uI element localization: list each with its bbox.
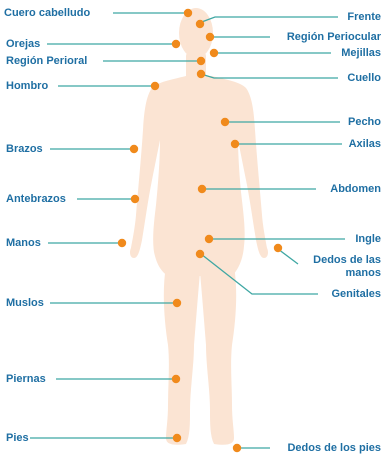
dot-muslos: [173, 299, 181, 307]
label-axilas: Axilas: [349, 138, 381, 151]
label-pecho: Pecho: [348, 116, 381, 129]
dot-abdomen: [198, 185, 206, 193]
dot-manos: [118, 239, 126, 247]
dot-brazos: [130, 145, 138, 153]
label-dedos-manos-line1: Dedos de las: [313, 254, 381, 267]
dot-dedos-pies: [233, 444, 241, 452]
label-orejas: Orejas: [6, 38, 40, 51]
label-muslos: Muslos: [6, 297, 44, 310]
label-region-periocular: Región Periocular: [287, 31, 381, 44]
dot-axilas: [231, 140, 239, 148]
dot-genitales: [196, 250, 204, 258]
dot-orejas: [172, 40, 180, 48]
label-piernas: Piernas: [6, 373, 46, 386]
dot-cuero-cabelludo: [184, 9, 192, 17]
label-cuero-cabelludo: Cuero cabelludo: [4, 7, 90, 20]
line-frente: [199, 17, 338, 23]
dot-cuello: [197, 70, 205, 78]
label-hombro: Hombro: [6, 80, 48, 93]
dot-pies: [173, 434, 181, 442]
label-pies: Pies: [6, 432, 29, 445]
label-antebrazos: Antebrazos: [6, 193, 66, 206]
label-brazos: Brazos: [6, 143, 43, 156]
dot-mejillas: [210, 49, 218, 57]
dot-pecho: [221, 118, 229, 126]
label-mejillas: Mejillas: [341, 47, 381, 60]
left-leg: [164, 266, 200, 445]
line-dedos-manos: [278, 249, 298, 264]
head: [179, 8, 213, 58]
line-cuello: [201, 74, 338, 78]
label-ingle: Ingle: [355, 233, 381, 246]
label-dedos-manos-line2: manos: [346, 267, 381, 280]
label-region-perioral: Región Perioral: [6, 55, 87, 68]
label-genitales: Genitales: [331, 288, 381, 301]
dot-hombro: [151, 82, 159, 90]
dot-piernas: [172, 375, 180, 383]
label-dedos-pies: Dedos de los pies: [287, 442, 381, 455]
dot-antebrazos: [131, 195, 139, 203]
torso: [130, 76, 268, 276]
dot-dedos-manos: [274, 244, 282, 252]
dot-region-periocular: [206, 33, 214, 41]
dot-region-perioral: [197, 57, 205, 65]
dot-ingle: [205, 235, 213, 243]
label-abdomen: Abdomen: [330, 183, 381, 196]
dot-frente: [196, 20, 204, 28]
label-manos: Manos: [6, 237, 41, 250]
right-leg: [200, 266, 236, 445]
label-frente: Frente: [347, 11, 381, 24]
label-cuello: Cuello: [347, 72, 381, 85]
